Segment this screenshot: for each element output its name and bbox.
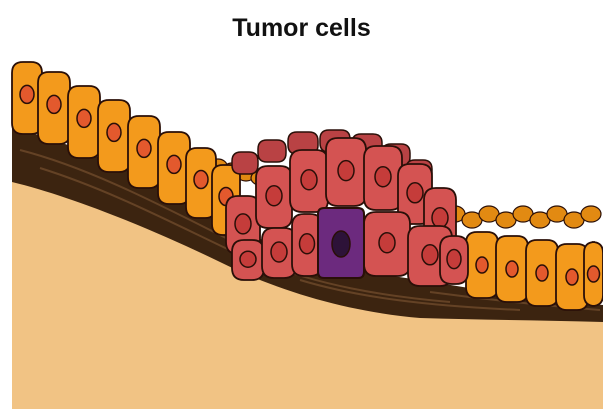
normal-nucleus: [20, 85, 34, 103]
tumor-nucleus: [266, 186, 282, 206]
mutant-nucleus: [332, 231, 350, 257]
tumor-nucleus: [271, 242, 287, 262]
tumor-nucleus: [375, 167, 391, 187]
normal-nucleus: [167, 155, 181, 173]
background-cell: [581, 206, 601, 222]
normal-nucleus: [194, 171, 208, 189]
tumor-nucleus: [432, 208, 448, 228]
normal-nucleus: [566, 269, 578, 285]
normal-nucleus: [107, 123, 121, 141]
tumor-nucleus: [422, 245, 438, 265]
tumor-nucleus: [407, 183, 423, 203]
tumor-nucleus: [338, 161, 354, 181]
tumor-nucleus: [240, 251, 256, 267]
normal-nucleus: [588, 266, 600, 282]
tumor-nucleus: [301, 170, 317, 190]
tumor-nucleus: [235, 214, 251, 234]
tumor-back-cell: [232, 152, 258, 174]
tumor-back-cell: [258, 140, 286, 162]
tumor-nucleus: [447, 249, 461, 268]
normal-nucleus: [77, 109, 91, 127]
normal-nucleus: [47, 95, 61, 113]
normal-nucleus: [536, 265, 548, 281]
normal-nucleus: [137, 139, 151, 157]
tumor-nucleus: [300, 234, 315, 254]
tumor-nucleus: [379, 233, 395, 253]
normal-nucleus: [506, 261, 518, 277]
normal-nucleus: [476, 257, 488, 273]
